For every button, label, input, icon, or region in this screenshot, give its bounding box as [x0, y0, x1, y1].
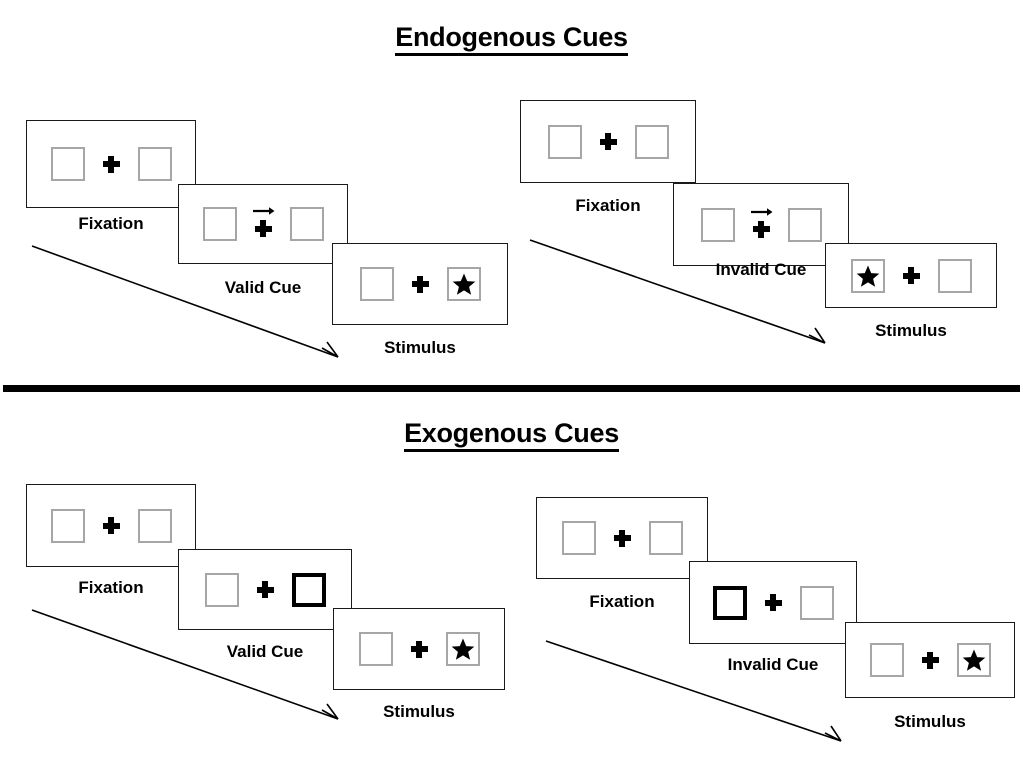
caption-endogenous-invalid-fixation: Fixation [575, 196, 641, 215]
panel-endogenous-invalid-cue [673, 183, 849, 266]
caption-exogenous-invalid-stimulus: Stimulus [894, 712, 966, 731]
plus-icon [256, 581, 274, 598]
placeholder-box-right [799, 585, 834, 620]
panel-content [700, 207, 822, 242]
plus-icon [613, 529, 631, 547]
center-column [411, 267, 429, 301]
panel-content [204, 572, 326, 607]
center-column [921, 643, 939, 677]
plus-icon [921, 651, 939, 669]
caption-endogenous-valid-fixation: Fixation [78, 214, 144, 233]
panel-exogenous-invalid-fixation [536, 497, 708, 579]
caption-exogenous-invalid-fixation: Fixation [589, 592, 655, 611]
center-column [902, 259, 920, 293]
placeholder-box-left [869, 643, 904, 677]
placeholder-box-left [850, 258, 885, 293]
center-column [102, 147, 120, 181]
caption-endogenous-invalid-cue: Invalid Cue [715, 260, 807, 279]
section-divider [3, 385, 1020, 392]
panel-endogenous-valid-stimulus [332, 243, 508, 325]
placeholder-box-left [547, 124, 582, 159]
star-icon [962, 649, 985, 671]
placeholder-box-right [446, 267, 481, 301]
caption-exogenous-invalid-cue: Invalid Cue [727, 655, 819, 674]
panel-exogenous-invalid-cue [689, 561, 857, 644]
center-column [750, 207, 772, 242]
plus-icon [254, 220, 272, 237]
center-column [252, 207, 274, 241]
placeholder-box-left [50, 508, 85, 543]
panel-content [547, 124, 669, 159]
placeholder-box-left [202, 207, 237, 241]
caption-exogenous-valid-fixation: Fixation [78, 578, 144, 597]
panel-endogenous-valid-cue [178, 184, 348, 264]
placeholder-box-left-cued [712, 585, 747, 620]
placeholder-box-right [937, 258, 972, 293]
panel-exogenous-invalid-stimulus [845, 622, 1015, 698]
panel-endogenous-invalid-stimulus [825, 243, 997, 308]
section-title-exogenous: Exogenous Cues [0, 418, 1023, 452]
panel-content [50, 147, 172, 181]
caption-exogenous-valid-cue: Valid Cue [226, 642, 304, 661]
panel-endogenous-invalid-fixation [520, 100, 696, 183]
panel-exogenous-valid-fixation [26, 484, 196, 567]
placeholder-box-left [50, 147, 85, 181]
center-column [410, 632, 428, 666]
placeholder-box-left [204, 572, 239, 607]
placeholder-box-left [561, 521, 596, 555]
time-arrow-exogenous-valid [31, 609, 339, 720]
section-title-endogenous-text: Endogenous Cues [395, 22, 628, 56]
plus-icon [902, 267, 920, 284]
panel-content [869, 643, 991, 677]
star-icon [451, 638, 474, 660]
placeholder-box-right [289, 207, 324, 241]
panel-content [359, 267, 481, 301]
panel-content [712, 585, 834, 620]
arrow-right-icon [750, 207, 772, 216]
plus-icon [752, 220, 770, 238]
panel-exogenous-valid-cue [178, 549, 352, 630]
star-icon [452, 273, 475, 295]
placeholder-box-right [648, 521, 683, 555]
placeholder-box-right [787, 207, 822, 242]
caption-endogenous-valid-cue: Valid Cue [224, 278, 302, 297]
caption-endogenous-invalid-stimulus: Stimulus [875, 321, 947, 340]
placeholder-box-left [700, 207, 735, 242]
plus-icon [102, 517, 120, 534]
panel-content [358, 632, 480, 666]
time-arrow-endogenous-valid [31, 245, 339, 358]
plus-icon [410, 640, 428, 658]
section-title-exogenous-text: Exogenous Cues [404, 418, 619, 452]
center-column [613, 521, 631, 555]
arrow-right-icon [252, 207, 274, 215]
panel-content [850, 258, 972, 293]
center-column [256, 573, 274, 607]
placeholder-box-right [634, 124, 669, 159]
panel-content [561, 521, 683, 555]
placeholder-box-right [137, 508, 172, 543]
caption-exogenous-valid-stimulus: Stimulus [383, 702, 455, 721]
plus-icon [102, 155, 120, 173]
plus-icon [764, 594, 782, 611]
placeholder-box-left [358, 632, 393, 666]
placeholder-box-left [359, 267, 394, 301]
time-arrow-endogenous-invalid [529, 239, 826, 344]
panel-exogenous-valid-stimulus [333, 608, 505, 690]
center-column [764, 586, 782, 620]
placeholder-box-right [956, 643, 991, 677]
placeholder-box-right [445, 632, 480, 666]
time-arrow-exogenous-invalid [545, 640, 842, 742]
placeholder-box-right [137, 147, 172, 181]
panel-content [50, 508, 172, 543]
plus-icon [599, 133, 617, 150]
center-column [599, 125, 617, 159]
panel-endogenous-valid-fixation [26, 120, 196, 208]
panel-content [202, 207, 324, 241]
plus-icon [411, 275, 429, 293]
star-icon [856, 265, 879, 287]
section-title-endogenous: Endogenous Cues [0, 22, 1023, 56]
center-column [102, 509, 120, 543]
caption-endogenous-valid-stimulus: Stimulus [384, 338, 456, 357]
placeholder-box-right-cued [291, 572, 326, 607]
